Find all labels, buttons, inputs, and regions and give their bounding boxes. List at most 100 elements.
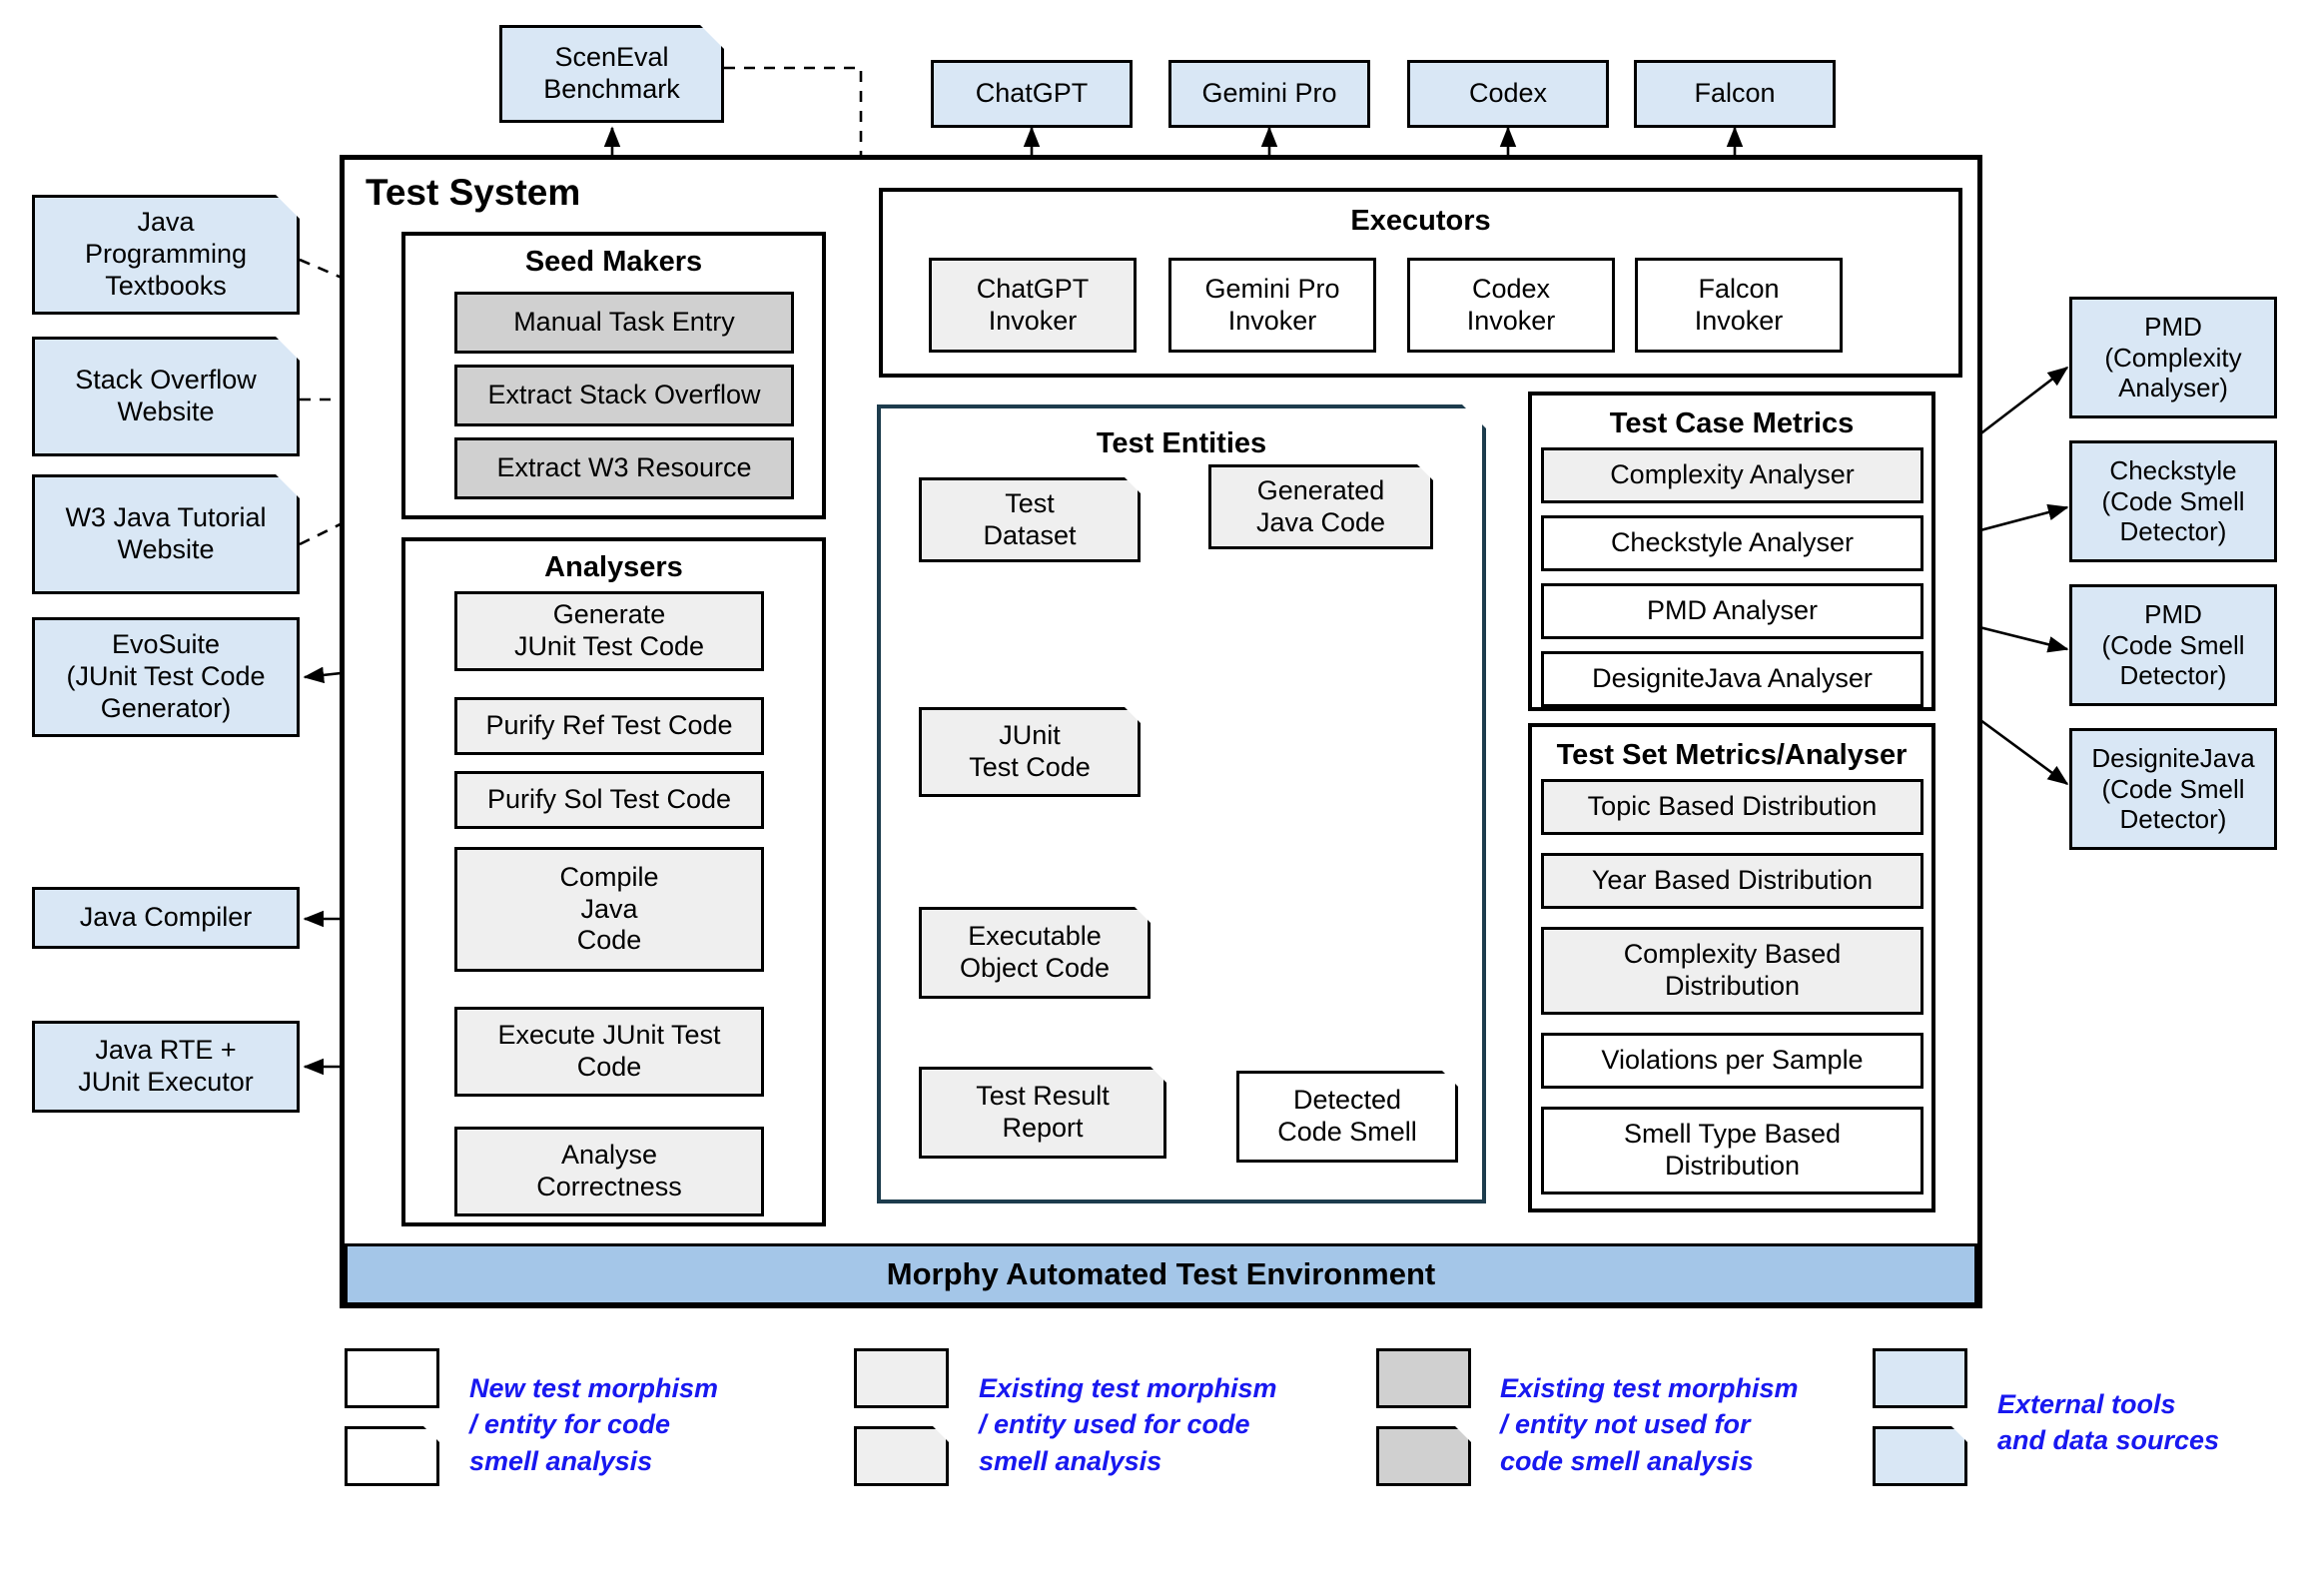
node-label: Purify Sol Test Code: [486, 784, 732, 815]
entity-detected-code-smell: Detected Code Smell: [1236, 1071, 1458, 1163]
setmetric-violations-per-sample: Violations per Sample: [1541, 1033, 1923, 1089]
executor-falcon-invoker: Falcon Invoker: [1635, 258, 1843, 353]
node-label: Generated Java Code: [1255, 474, 1386, 537]
legend-label-existing-unused: Existing test morphism / entity not used…: [1500, 1373, 1799, 1476]
legend-swatch-existing-used-rect: [854, 1348, 949, 1408]
node-label: PMD (Complexity Analyser): [2104, 311, 2242, 403]
legend-swatch-existing-unused-doc: [1376, 1426, 1471, 1486]
node-label: EvoSuite (JUnit Test Code Generator): [66, 629, 266, 723]
node-label: Complexity Based Distribution: [1623, 939, 1842, 1001]
morphy-bar: Morphy Automated Test Environment: [345, 1243, 1977, 1305]
source-java-textbooks: Java Programming Textbooks: [32, 195, 300, 315]
analyser-execute-junit-test-code: Execute JUnit Test Code: [454, 1007, 764, 1097]
node-label: DesigniteJava (Code Smell Detector): [2091, 742, 2255, 835]
test-set-metrics-group: [1528, 723, 1935, 1212]
node-label: W3 Java Tutorial Website: [65, 502, 267, 564]
test-entities-group: [877, 404, 1486, 1203]
entity-test-result-report: Test Result Report: [919, 1067, 1166, 1159]
top-output-chatgpt: ChatGPT: [931, 60, 1133, 128]
node-label: ScenEval Benchmark: [543, 42, 680, 104]
legend-swatch-external-doc: [1873, 1426, 1967, 1486]
entity-executable-object-code: Executable Object Code: [919, 907, 1151, 999]
node-label: Generate JUnit Test Code: [513, 599, 705, 661]
node-label: Gemini Pro Invoker: [1204, 273, 1340, 336]
top-output-sceneval: ScenEval Benchmark: [499, 25, 724, 123]
executors-group: [879, 188, 1962, 378]
node-label: Smell Type Based Distribution: [1623, 1119, 1842, 1181]
setmetric-smell-type-based-distribution: Smell Type Based Distribution: [1541, 1107, 1923, 1195]
seed-maker-manual-task-entry: Manual Task Entry: [454, 292, 794, 354]
node-label: Java RTE + JUnit Executor: [78, 1035, 254, 1097]
executor-codex-invoker: Codex Invoker: [1407, 258, 1615, 353]
node-label: PMD Analyser: [1646, 595, 1819, 626]
analyser-purify-ref-test-code: Purify Ref Test Code: [454, 697, 764, 755]
morphy-bar-label: Morphy Automated Test Environment: [886, 1255, 1436, 1291]
tool-pmd-smell: PMD (Code Smell Detector): [2069, 584, 2277, 706]
node-label: Falcon: [1694, 78, 1776, 109]
top-output-falcon: Falcon: [1634, 60, 1836, 128]
node-label: Codex Invoker: [1466, 273, 1556, 336]
legend-label-new: New test morphism / entity for code smel…: [469, 1373, 719, 1476]
node-label: Java Compiler: [79, 902, 253, 933]
node-label: DesigniteJava Analyser: [1592, 663, 1873, 694]
test-entities-title: Test Entities: [1096, 427, 1267, 459]
setmetric-topic-based-distribution: Topic Based Distribution: [1541, 779, 1923, 835]
node-label: Extract Stack Overflow: [487, 380, 761, 410]
analysers-group: [401, 537, 826, 1226]
tool-java-rte-junit-executor: Java RTE + JUnit Executor: [32, 1021, 300, 1113]
node-label: Manual Task Entry: [513, 307, 735, 338]
node-label: Complexity Analyser: [1610, 459, 1855, 490]
node-label: Checkstyle Analyser: [1610, 527, 1855, 558]
analyser-generate-junit-test-code: Generate JUnit Test Code: [454, 591, 764, 671]
executors-title: Executors: [1350, 205, 1491, 237]
legend-label-external: External tools and data sources: [1997, 1389, 2220, 1456]
setmetric-complexity-based-distribution: Complexity Based Distribution: [1541, 927, 1923, 1015]
test-case-metrics-title: Test Case Metrics: [1609, 407, 1855, 439]
analyser-compile-java-code: Compile Java Code: [454, 847, 764, 972]
tool-evosuite: EvoSuite (JUnit Test Code Generator): [32, 617, 300, 737]
node-label: Compile Java Code: [559, 861, 659, 956]
legend-swatch-new-doc: [345, 1426, 439, 1486]
analyser-purify-sol-test-code: Purify Sol Test Code: [454, 771, 764, 829]
tool-designitejava-smell: DesigniteJava (Code Smell Detector): [2069, 728, 2277, 850]
node-label: ChatGPT: [975, 78, 1089, 109]
test-case-metrics-group: [1528, 392, 1935, 711]
node-label: Checkstyle (Code Smell Detector): [2101, 454, 2245, 547]
node-label: Purify Ref Test Code: [485, 710, 733, 741]
tool-checkstyle-smell: Checkstyle (Code Smell Detector): [2069, 440, 2277, 562]
tool-java-compiler: Java Compiler: [32, 887, 300, 949]
node-label: Gemini Pro: [1201, 78, 1337, 109]
analysers-title: Analysers: [544, 551, 683, 583]
metric-checkstyle-analyser: Checkstyle Analyser: [1541, 515, 1923, 571]
source-stack-overflow: Stack Overflow Website: [32, 337, 300, 456]
executor-chatgpt-invoker: ChatGPT Invoker: [929, 258, 1137, 353]
seed-makers-group: [401, 232, 826, 519]
entity-generated-java-code: Generated Java Code: [1208, 464, 1433, 549]
legend-label-existing-used: Existing test morphism / entity used for…: [979, 1373, 1277, 1476]
top-output-codex: Codex: [1407, 60, 1609, 128]
source-w3-tutorial: W3 Java Tutorial Website: [32, 474, 300, 594]
test-system-title: Test System: [366, 172, 581, 213]
metric-designitejava-analyser: DesigniteJava Analyser: [1541, 651, 1923, 707]
entity-junit-test-code: JUnit Test Code: [919, 707, 1141, 797]
test-set-metrics-title: Test Set Metrics/Analyser: [1556, 739, 1908, 771]
node-label: Stack Overflow Website: [75, 365, 257, 426]
analyser-analyse-correctness: Analyse Correctness: [454, 1127, 764, 1216]
seed-makers-title: Seed Makers: [524, 246, 703, 278]
metric-complexity-analyser: Complexity Analyser: [1541, 447, 1923, 503]
node-label: Violations per Sample: [1601, 1045, 1864, 1076]
seed-maker-extract-stack-overflow: Extract Stack Overflow: [454, 365, 794, 426]
node-label: Topic Based Distribution: [1587, 791, 1878, 822]
node-label: ChatGPT Invoker: [976, 273, 1090, 336]
node-label: Codex: [1468, 78, 1548, 109]
node-label: Year Based Distribution: [1591, 865, 1874, 896]
node-label: PMD (Code Smell Detector): [2101, 598, 2245, 691]
setmetric-year-based-distribution: Year Based Distribution: [1541, 853, 1923, 909]
node-label: Analyse Correctness: [536, 1140, 682, 1201]
node-label: Executable Object Code: [959, 921, 1111, 983]
legend-swatch-existing-used-doc: [854, 1426, 949, 1486]
seed-maker-extract-w3-resource: Extract W3 Resource: [454, 437, 794, 499]
legend-swatch-existing-unused-rect: [1376, 1348, 1471, 1408]
node-label: Test Dataset: [983, 487, 1077, 550]
